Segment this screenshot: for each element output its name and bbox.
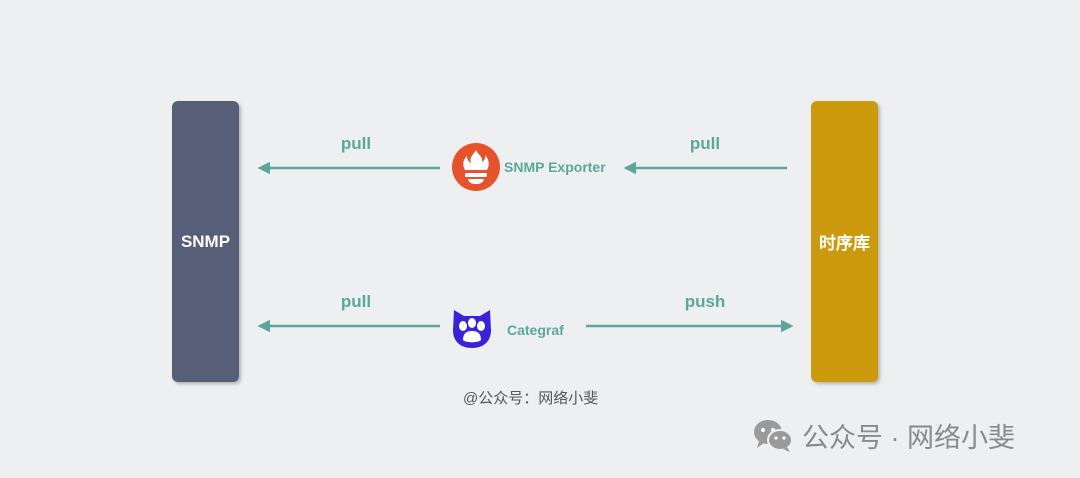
edge-label-bottom-right: push xyxy=(684,292,726,311)
edge-label-bottom-left: pull xyxy=(340,292,372,311)
footer-text: 公众号 · 网络小斐 xyxy=(802,423,1015,453)
edge-label-top-left: pull xyxy=(340,134,372,153)
exporter-label: SNMP Exporter xyxy=(504,159,606,175)
snmp-box: SNMP xyxy=(172,101,239,382)
cat-paw-icon xyxy=(453,310,491,348)
watermark-text: @公众号：网络小斐 xyxy=(463,390,599,407)
snmp-box-label: SNMP xyxy=(180,231,231,251)
tsdb-box: 时序库 xyxy=(811,101,878,382)
tsdb-box-label: 时序库 xyxy=(819,234,870,253)
wechat-icon xyxy=(754,419,793,452)
footer-brand: 公众号 · 网络小斐 xyxy=(752,416,1015,455)
categraf-label: Categraf xyxy=(507,322,564,338)
edge-label-top-right: pull xyxy=(689,134,721,153)
prometheus-icon xyxy=(452,143,500,191)
